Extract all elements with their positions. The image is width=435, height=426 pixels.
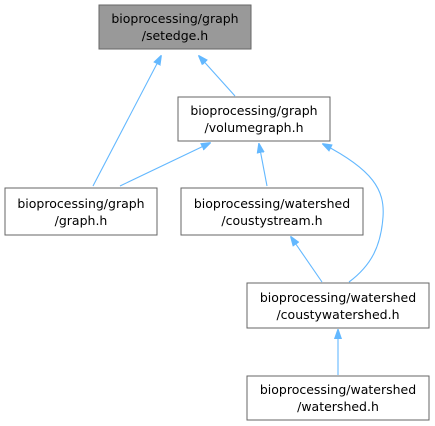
node-coustywatershed-box (246, 282, 430, 329)
node-volumegraph-box (177, 96, 331, 142)
node-volumegraph[interactable]: bioprocessing/graph /volumegraph.h (177, 96, 331, 142)
node-graph-line2: /graph.h (55, 213, 108, 228)
node-setedge-line2: /setedge.h (142, 28, 208, 43)
node-coustywatershed-line2: /coustywatershed.h (276, 307, 399, 322)
node-watershed[interactable]: bioprocessing/watershed /watershed.h (246, 375, 430, 421)
edge-coustystream-to-volumegraph (259, 144, 268, 187)
node-graph-box (4, 187, 158, 236)
node-graph[interactable]: bioprocessing/graph /graph.h (4, 187, 158, 236)
node-watershed-line2: /watershed.h (297, 399, 379, 414)
edge-coustywatershed-to-volumegraph (323, 144, 384, 283)
edge-volumegraph-to-setedge (199, 56, 236, 97)
node-graph-line1: bioprocessing/graph (17, 196, 144, 211)
edges (92, 56, 384, 375)
node-coustywatershed[interactable]: bioprocessing/watershed /coustywatershed… (246, 282, 430, 329)
node-coustywatershed-line1: bioprocessing/watershed (260, 290, 416, 305)
node-setedge-box (98, 4, 252, 50)
edge-graph-to-setedge (92, 56, 161, 187)
node-setedge[interactable]: bioprocessing/graph /setedge.h (98, 4, 252, 50)
edge-graph-to-volumegraph (119, 143, 210, 187)
node-coustystream-line2: /coustystream.h (221, 213, 322, 228)
node-setedge-line1: bioprocessing/graph (111, 11, 238, 26)
node-watershed-box (246, 375, 430, 421)
node-volumegraph-line2: /volumegraph.h (204, 120, 303, 135)
node-watershed-line1: bioprocessing/watershed (260, 382, 416, 397)
node-volumegraph-line1: bioprocessing/graph (190, 103, 317, 118)
node-coustystream-line1: bioprocessing/watershed (194, 196, 350, 211)
node-coustystream[interactable]: bioprocessing/watershed /coustystream.h (180, 187, 364, 236)
nodes: bioprocessing/graph /setedge.h bioproces… (4, 4, 430, 421)
edge-coustywatershed-to-coustystream (291, 237, 323, 283)
node-coustystream-box (180, 187, 364, 236)
